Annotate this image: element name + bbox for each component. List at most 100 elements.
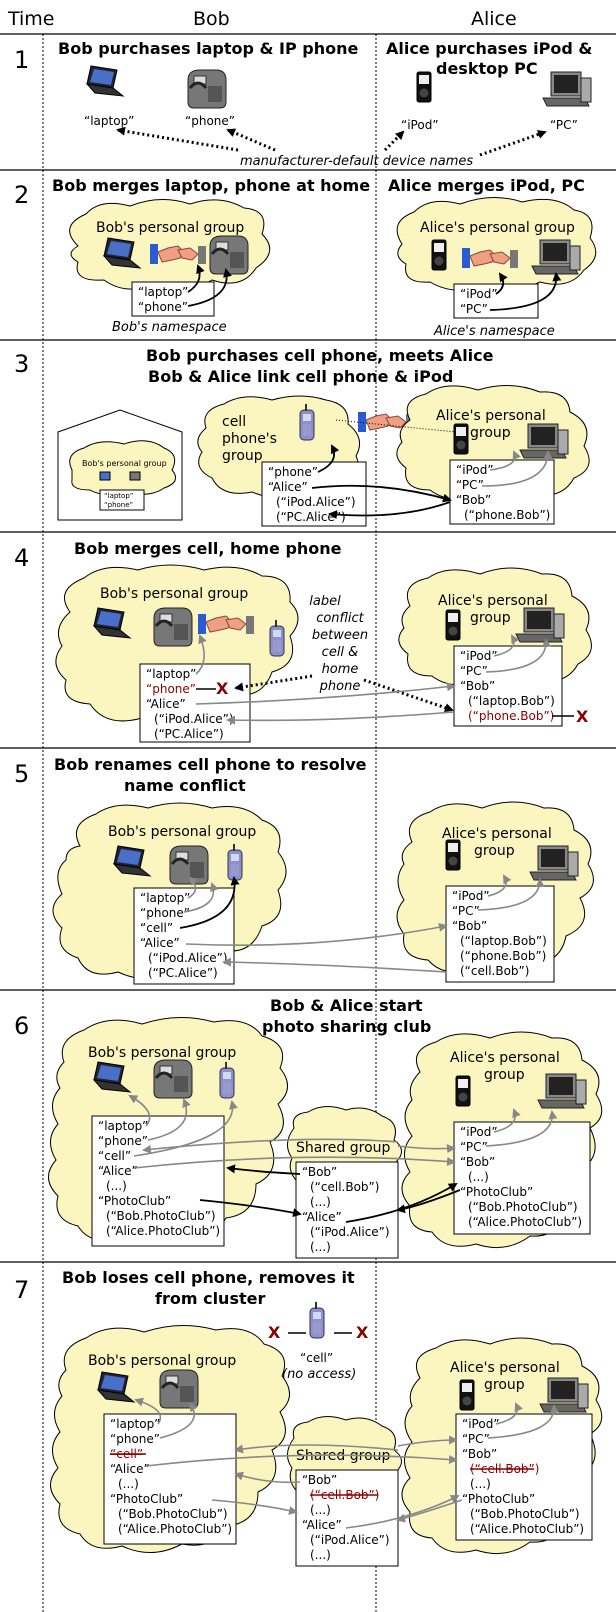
phone-icon [208, 234, 250, 276]
ns-entry: “iPod” [456, 463, 494, 477]
laptop-label: “laptop” [84, 114, 134, 128]
ipod-icon [459, 1379, 475, 1411]
group-label: Bob's personal group [88, 1353, 236, 1369]
ns-entry: “Bob” [462, 1447, 497, 1461]
arrow [133, 1100, 238, 1157]
arrow [495, 272, 508, 295]
ns-entry: “phone” [104, 501, 133, 509]
no-access-caption: (no access) [282, 1367, 356, 1382]
cell-phone-icon [309, 1301, 325, 1339]
bob-namespace-caption: Bob's namespace [112, 320, 227, 335]
group-label: phone's [222, 431, 277, 447]
group-label: group [470, 610, 511, 626]
step-title: name conflict [124, 776, 246, 795]
step-number: 6 [14, 1012, 29, 1040]
ns-entry: “PhotoClub” [462, 1492, 535, 1506]
ns-entry: (“Bob.PhotoClub”) [118, 1507, 228, 1521]
group-label: Alice's personal [442, 826, 552, 842]
ns-entry: (“phone.Bob”) [464, 508, 550, 522]
step-title: Bob & Alice start [270, 996, 423, 1015]
ns-entry-conflict: “phone” [146, 682, 196, 696]
ns-entry: “phone” [110, 1432, 160, 1446]
ns-entry: “iPod” [452, 889, 490, 903]
ns-entry: “PC” [452, 904, 480, 918]
ns-entry: (...) [118, 1477, 139, 1491]
arrow [187, 264, 205, 293]
step-6: 6 Bob & Alice start photo sharing club B… [14, 996, 603, 1259]
step-title-bob: Bob purchases laptop & IP phone [58, 39, 358, 58]
ns-entry-conflict: (“phone.Bob”) [468, 709, 554, 723]
shared-namespace-box [295, 1469, 399, 1567]
group-label: Bob's personal group [100, 586, 248, 602]
conflict-caption: cell & [322, 645, 359, 660]
arrow [396, 1189, 461, 1214]
arrow [226, 1164, 301, 1175]
header-time: Time [7, 8, 55, 30]
ipod-label: “iPod” [401, 118, 439, 132]
ns-entry: “iPod” [460, 1125, 498, 1139]
arrow [145, 1454, 458, 1467]
conflict-caption: label [309, 594, 341, 609]
phone-icon [129, 471, 141, 481]
ns-entry: (“iPod.Alice”) [310, 1225, 390, 1239]
ns-entry: (“iPod.Alice”) [154, 712, 234, 726]
arrow [489, 450, 521, 471]
ns-entry: “PC” [460, 1140, 488, 1154]
phone-icon [152, 1058, 194, 1100]
arrow [128, 1095, 151, 1127]
phone-icon [186, 68, 228, 110]
ns-entry: “Alice” [98, 1164, 138, 1178]
arrow [397, 1435, 458, 1447]
group-label: cell [222, 414, 246, 430]
arrow [234, 1471, 301, 1484]
conflict-x-mark: X [576, 707, 589, 726]
laptop-icon [86, 65, 124, 97]
ns-entry: “Alice” [268, 480, 308, 494]
ns-entry: (“Bob.PhotoClub”) [470, 1507, 580, 1521]
arrow [477, 878, 545, 911]
ns-entry: (...) [310, 1195, 331, 1209]
alice-namespace-box [455, 1413, 593, 1541]
dotted-arrow [479, 130, 547, 157]
arrow [226, 711, 455, 725]
arrow [487, 1404, 559, 1439]
ns-entry: (“Alice.PhotoClub”) [470, 1522, 584, 1536]
group-label: group [222, 448, 263, 464]
group-label: Bob's personal group [82, 459, 167, 468]
group-label: group [470, 425, 511, 441]
ns-entry: (“laptop.Bob”) [460, 934, 547, 948]
arrow [222, 957, 447, 973]
step-1: 1 Bob purchases laptop & IP phone Alice … [14, 39, 592, 169]
ns-entry: “iPod” [460, 287, 498, 301]
arrow [487, 874, 512, 897]
ns-entry: (“Bob.PhotoClub”) [106, 1209, 216, 1223]
cell-label: “cell” [300, 1351, 333, 1365]
ns-entry: “laptop” [98, 1119, 148, 1133]
dotted-arrow [116, 126, 239, 152]
group-label: group [484, 1067, 525, 1083]
ns-entry: “laptop” [104, 492, 133, 500]
header-alice: Alice [471, 8, 517, 30]
ns-entry: “PhotoClub” [110, 1492, 183, 1506]
ns-entry: “phone” [138, 300, 188, 314]
group-label: Bob's personal group [108, 824, 256, 840]
ns-entry: “Bob” [452, 919, 487, 933]
group-label: Shared group [296, 1140, 391, 1156]
ns-entry: (“iPod.Alice”) [276, 495, 356, 509]
step-title: Bob & Alice link cell phone & iPod [148, 367, 453, 386]
group-label: Alice's personal [436, 408, 546, 424]
step-number: 4 [14, 544, 29, 572]
step-title: from cluster [155, 1289, 265, 1308]
ns-entry: (“PC.Alice”) [276, 510, 346, 524]
ns-entry: “iPod” [460, 649, 498, 663]
pc-icon [542, 71, 592, 107]
arrow [345, 1495, 460, 1529]
ns-entry: (“Alice.PhotoClub”) [468, 1215, 582, 1229]
arrow [328, 501, 451, 520]
conflict-caption: phone [319, 679, 361, 694]
alice-namespace-box [445, 885, 555, 983]
arrow [493, 634, 520, 657]
step-title-alice: desktop PC [436, 59, 538, 78]
step-title: Bob renames cell phone to resolve [54, 755, 367, 774]
